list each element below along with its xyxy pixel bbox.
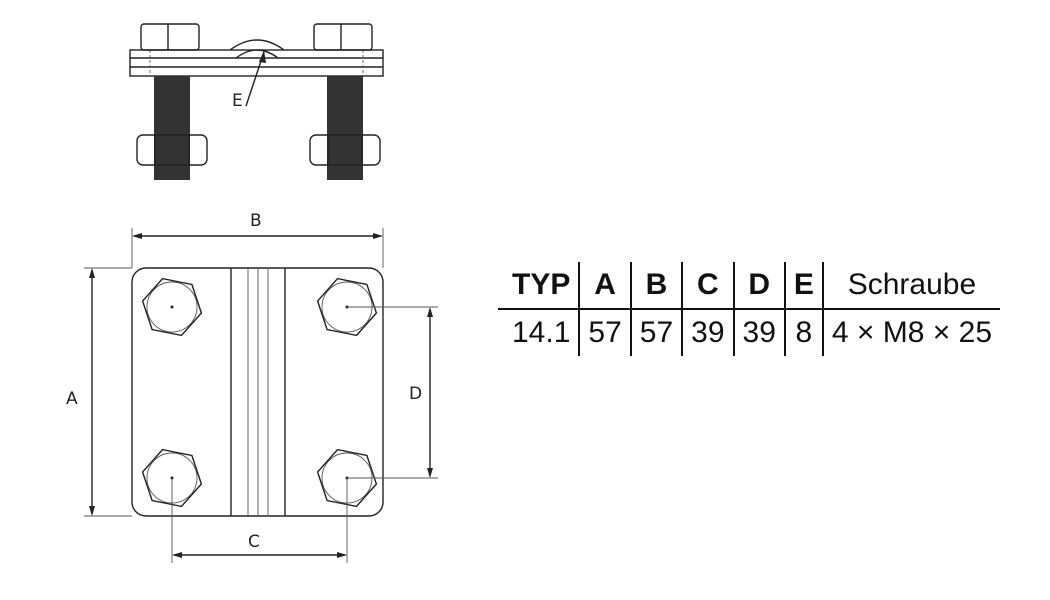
cell-schraube: 4 × M8 × 25	[821, 309, 1001, 356]
side-view: E	[129, 23, 384, 180]
dimension-b: B	[131, 211, 384, 268]
cell-c: 39	[681, 309, 734, 356]
cell-e: 8	[783, 309, 823, 356]
svg-text:A: A	[66, 389, 78, 409]
header-b: B	[629, 262, 683, 310]
header-a: A	[578, 262, 631, 310]
hex-bolt-head	[141, 277, 203, 337]
clamp-plates	[129, 49, 384, 77]
cell-b: 57	[629, 309, 683, 356]
header-c: C	[681, 262, 734, 310]
cell-typ: 14.1	[512, 316, 571, 349]
cell-a: 57	[578, 309, 631, 356]
svg-text:D: D	[409, 384, 422, 404]
svg-text:B: B	[250, 211, 262, 231]
dimension-d: D	[347, 306, 438, 479]
table-row: 14.1 57 57 39 39 8 4 × M8 × 25	[498, 309, 1001, 356]
label-e: E	[232, 91, 243, 111]
dimension-a: A	[66, 267, 132, 517]
base-plate	[131, 267, 384, 517]
header-schraube: Schraube	[821, 262, 1001, 310]
top-view: B A D C	[66, 211, 438, 563]
bolt-left	[136, 23, 208, 180]
header-e: E	[783, 262, 823, 310]
svg-text:C: C	[248, 532, 260, 552]
header-typ: TYP	[498, 262, 580, 310]
specification-table: TYP A B C D E Schraube 14.1 57 57 39 39 …	[498, 262, 1001, 356]
table-header-row: TYP A B C D E Schraube	[498, 262, 1001, 310]
dimension-c: C	[171, 478, 348, 563]
bolt-right	[309, 23, 381, 180]
cell-d: 39	[732, 309, 785, 356]
header-d: D	[732, 262, 785, 310]
